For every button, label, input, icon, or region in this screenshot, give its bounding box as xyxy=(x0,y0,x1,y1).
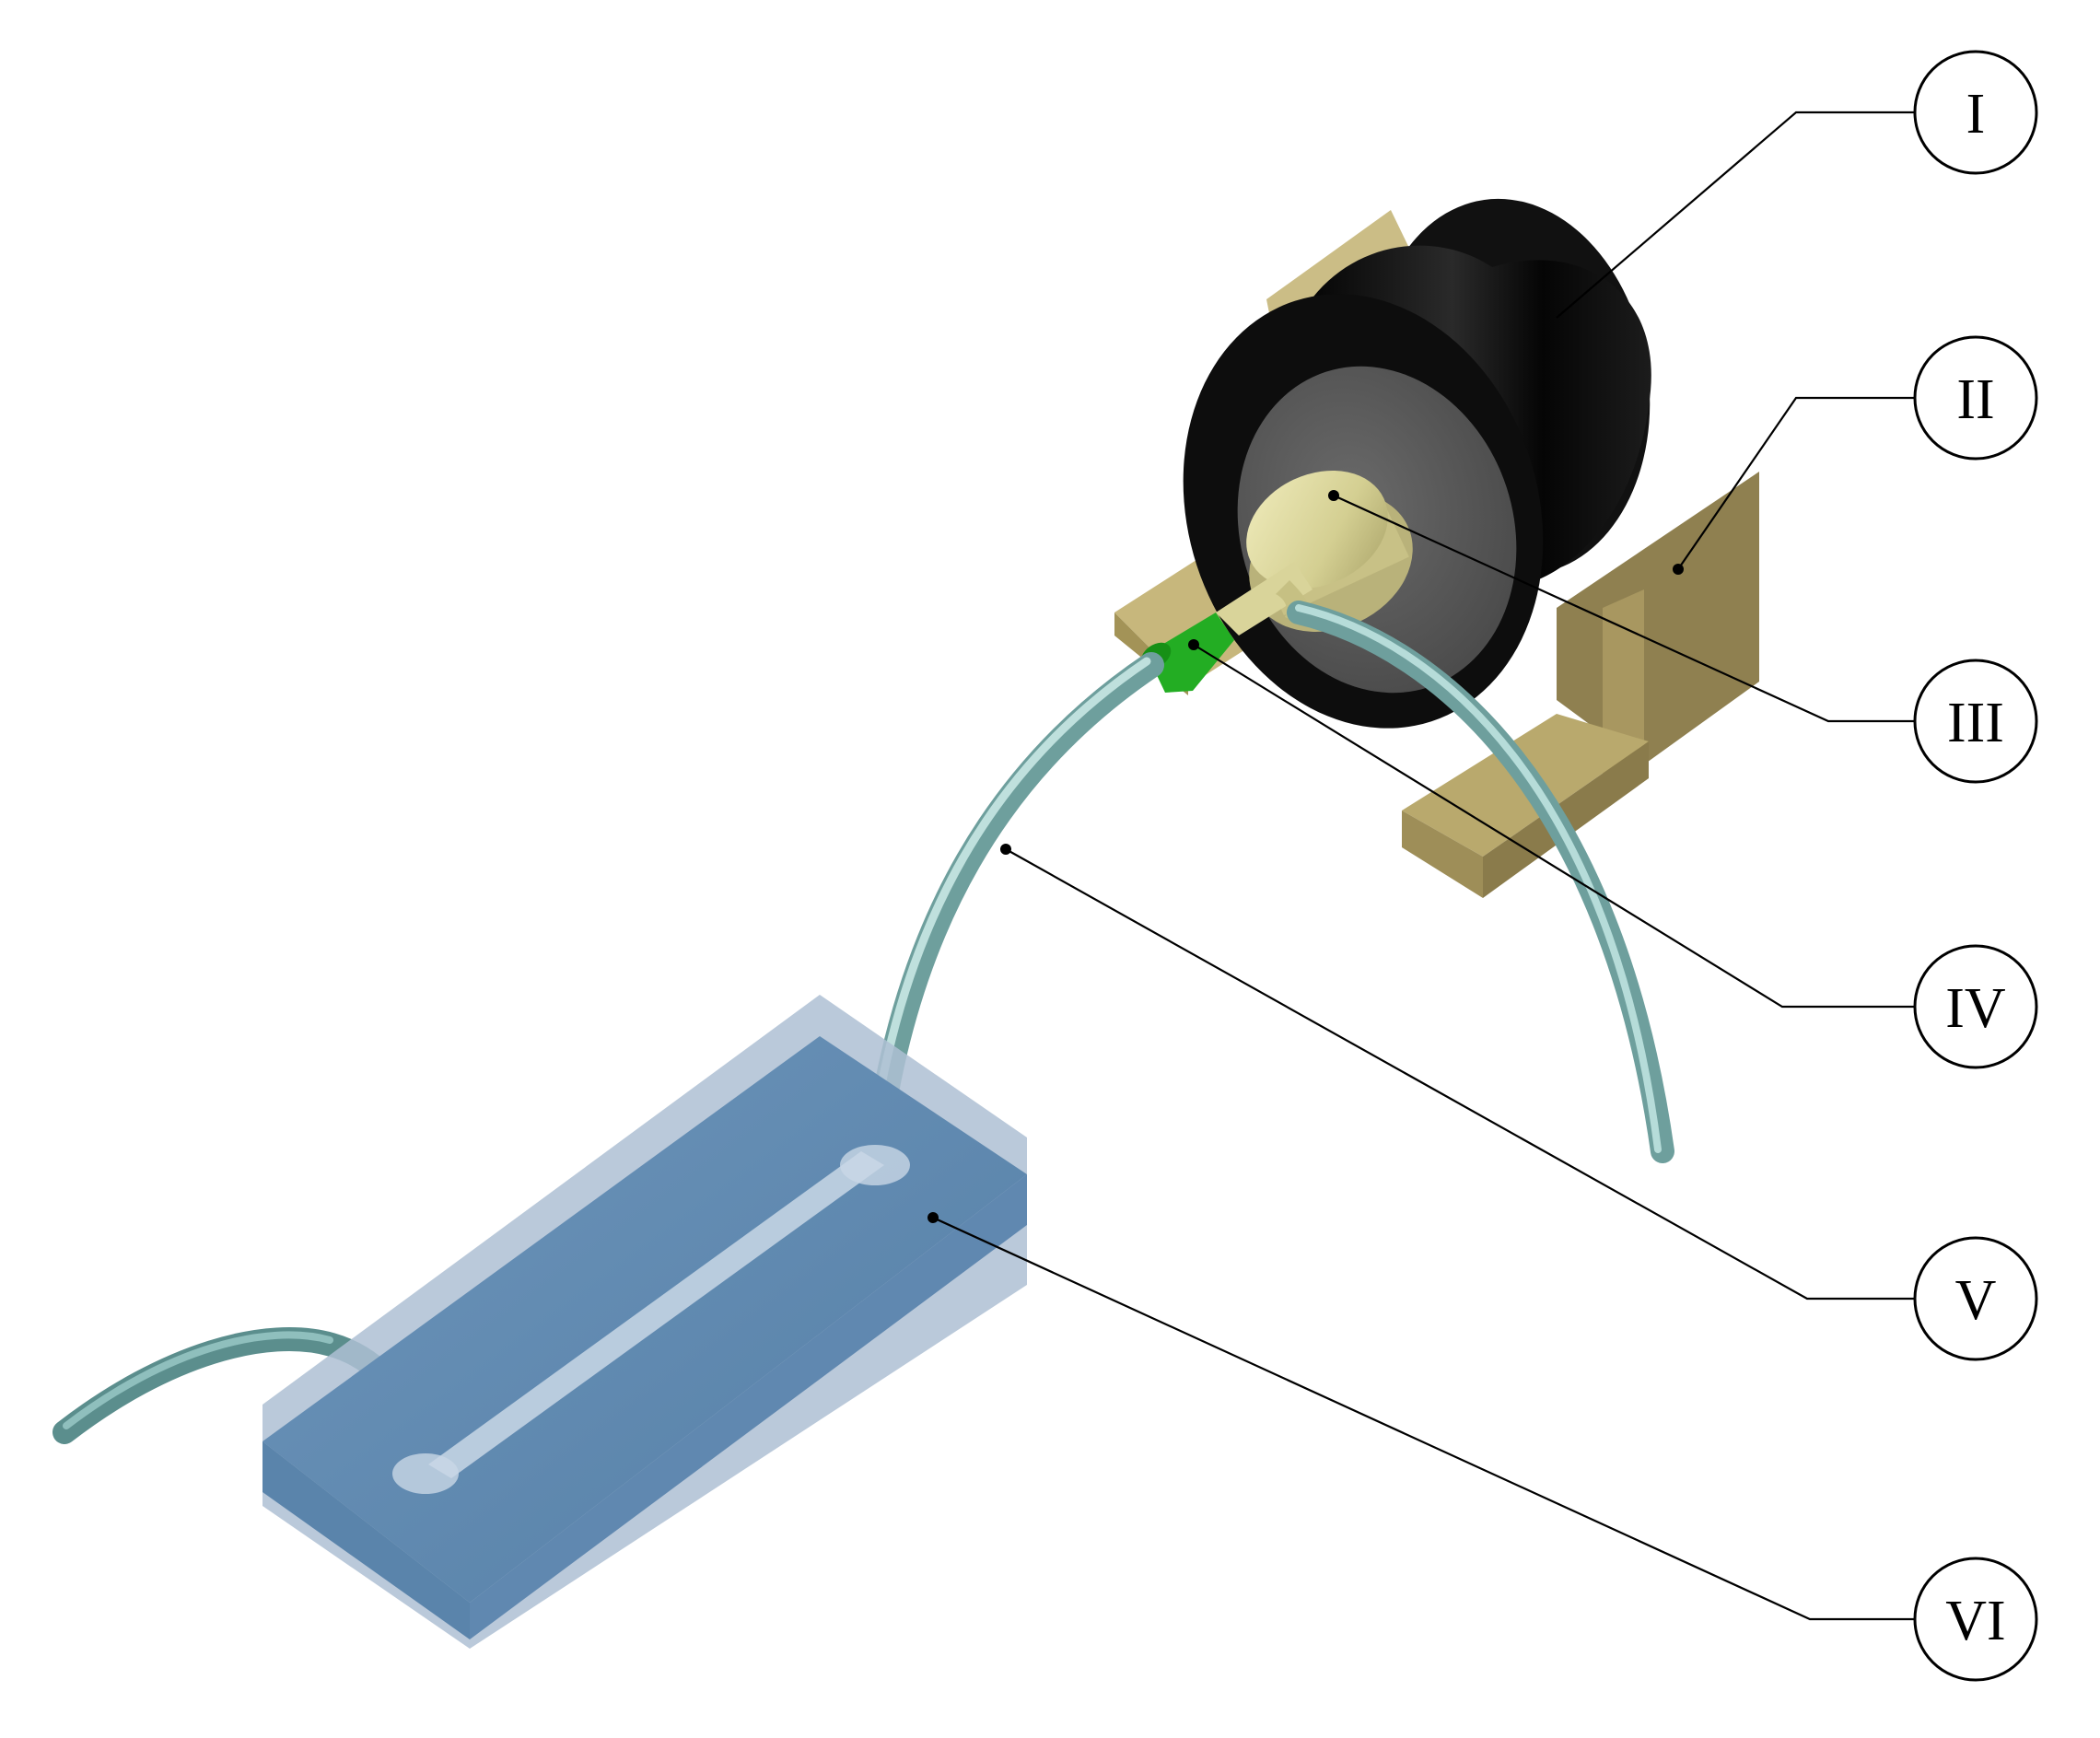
leader-line-VI xyxy=(932,1216,1916,1621)
callout-label: II xyxy=(1956,368,1994,431)
tube-outlet-highlight xyxy=(1295,604,1662,1153)
leader-line-V xyxy=(1005,848,1916,1301)
chip-port-inlet xyxy=(392,1453,459,1494)
callout-circle xyxy=(1913,944,2038,1069)
leader-line-III xyxy=(1333,494,1916,723)
bracket-lower-base-front xyxy=(1402,811,1483,898)
callout-VI: VI xyxy=(1913,1557,2038,1682)
callout-V: V xyxy=(1913,1236,2038,1361)
callout-label: V xyxy=(1955,1269,1997,1332)
chip-port-outlet xyxy=(840,1145,910,1185)
callout-label: IV xyxy=(1945,977,2006,1040)
callout-circle xyxy=(1913,1557,2038,1682)
callout-label: VI xyxy=(1945,1590,2005,1652)
leader-lines xyxy=(932,111,1916,1621)
leader-dot-VI xyxy=(928,1212,939,1223)
chip-inner-front xyxy=(262,1441,470,1639)
leader-line-IV xyxy=(1193,644,1916,1009)
leader-dot-IV xyxy=(1188,639,1199,650)
leader-dot-III xyxy=(1328,490,1339,501)
leader-line-II xyxy=(1677,396,1916,570)
callout-label: III xyxy=(1947,692,2004,754)
connector-body xyxy=(1147,612,1234,693)
callout-IV: IV xyxy=(1913,944,2038,1069)
brass-hub-fitting xyxy=(1216,470,1413,636)
callout-II: II xyxy=(1913,335,2038,461)
elbow-fitting xyxy=(1216,562,1312,636)
callout-circle xyxy=(1913,50,2038,175)
leader-line-I xyxy=(1556,111,1916,319)
callout-I: I xyxy=(1913,50,2038,175)
callout-circle xyxy=(1913,1236,2038,1361)
callout-circle xyxy=(1913,659,2038,784)
callout-circle xyxy=(1913,335,2038,461)
tube-inlet-highlight xyxy=(63,1331,333,1429)
leader-dots xyxy=(928,490,1684,1223)
chip-channel xyxy=(428,1151,884,1478)
hub-cylinder-face xyxy=(1246,470,1388,589)
microfluidic-chip xyxy=(262,995,1027,1649)
leader-dot-II xyxy=(1673,564,1684,575)
chip-inner-side xyxy=(470,1174,1027,1639)
leader-dot-V xyxy=(1000,844,1011,855)
callout-label: I xyxy=(1966,83,1986,146)
callout-III: III xyxy=(1913,659,2038,784)
